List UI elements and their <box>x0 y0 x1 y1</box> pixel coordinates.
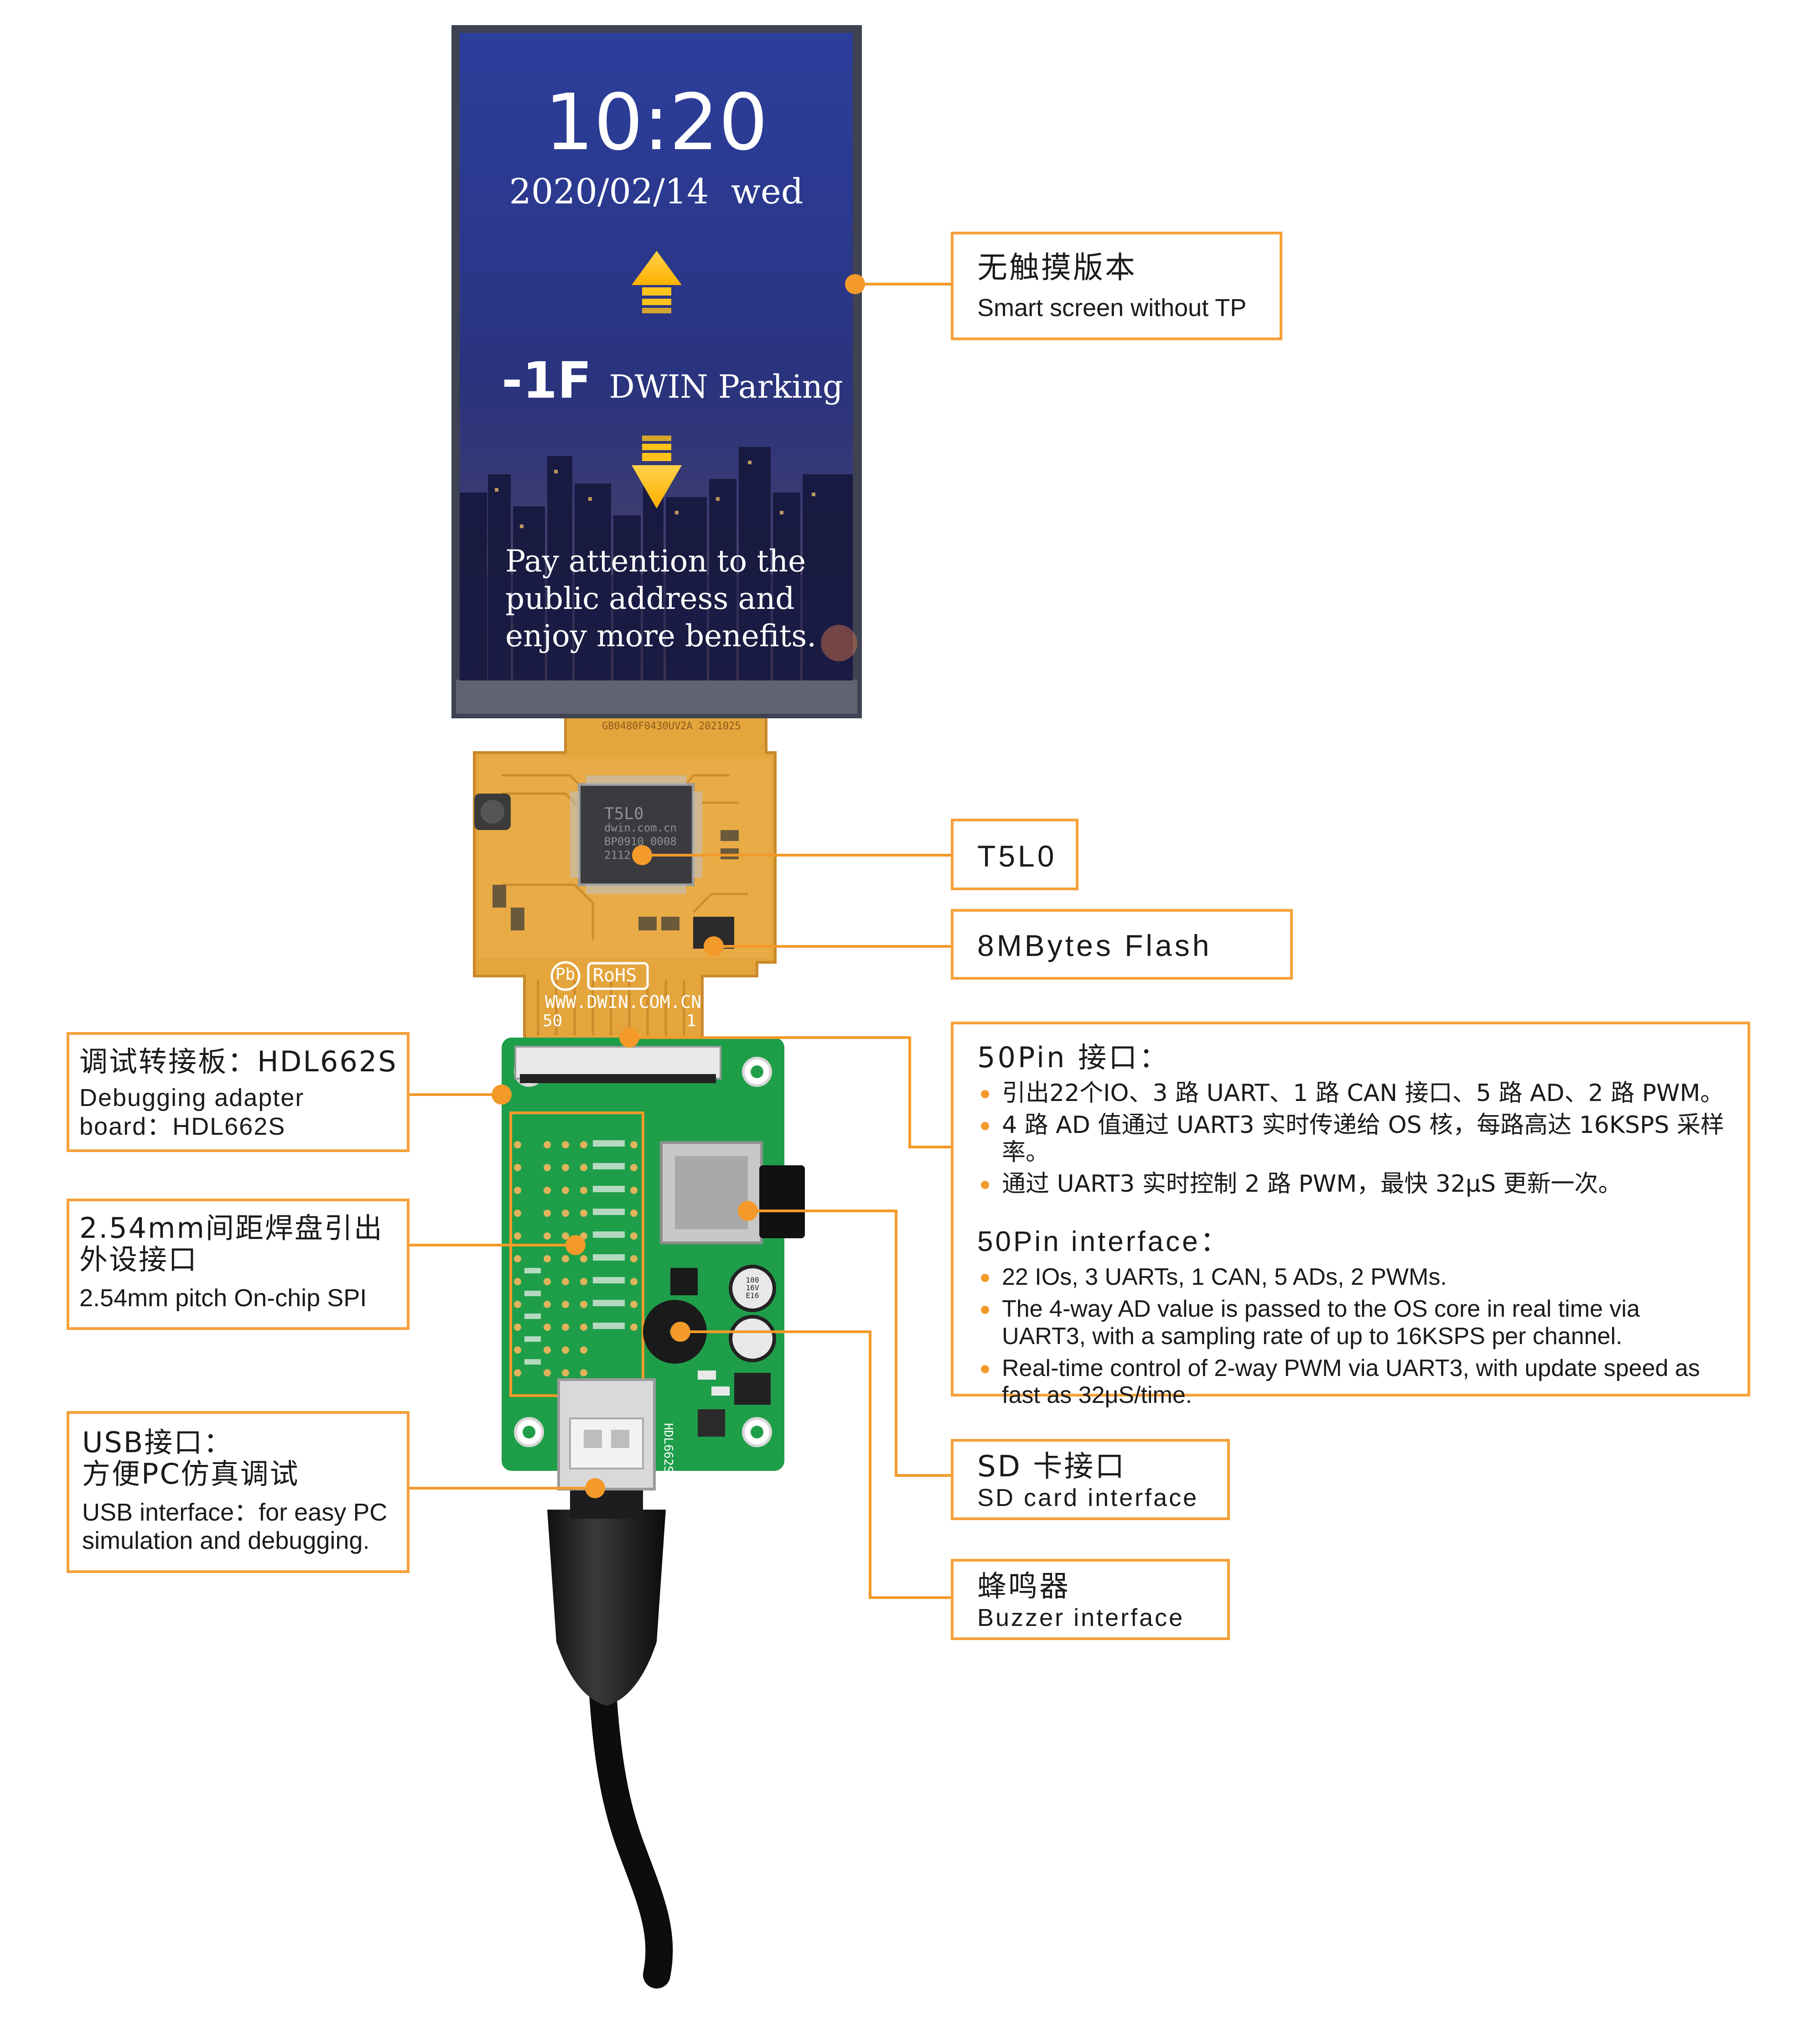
pb-free-mark <box>550 961 581 991</box>
dot-pitch <box>565 1235 586 1255</box>
screen-floor: -1F DWIN Parking <box>502 351 843 410</box>
arrow-down-icon <box>632 436 682 509</box>
capacitor-marking-line: 100 <box>746 1276 759 1284</box>
leader-sd <box>748 1210 951 1477</box>
callout-touch-zh: 无触摸版本 <box>977 250 1137 285</box>
callout-sd: SD 卡接口 SD card interface <box>951 1439 1230 1520</box>
callout-usb-en: USB interface：for easy PC simulation and… <box>82 1498 388 1554</box>
callout-pitch: 2.54mm间距焊盘引出外设接口 2.54mm pitch On-chip SP… <box>67 1199 410 1330</box>
dot-buzzer <box>670 1322 690 1342</box>
callout-usb-zh1: USB接口： <box>82 1426 233 1459</box>
callout-pin50: 50Pin 接口： 引出22个IO、3 路 UART、1 路 CAN 接口、5 … <box>951 1022 1750 1408</box>
sd-card <box>759 1165 805 1238</box>
callout-adapter-en: Debugging adapter board：HDL662S <box>79 1084 305 1140</box>
board-url: WWW.DWIN.COM.CN <box>545 992 702 1012</box>
chip-marking: T5L0 dwin.com.cn BP0910 0008 2112 <box>604 805 677 862</box>
callout-buzzer-zh: 蜂鸣器 <box>977 1570 1070 1604</box>
callout-flash-label: 8MBytes Flash <box>977 929 1212 962</box>
callout-chip: T5L0 <box>951 819 1079 890</box>
screen-message-line: enjoy more benefits. <box>505 618 817 654</box>
adapter-silk-label: HDL662S <box>661 1423 675 1473</box>
capacitor-marking-line: E16 <box>746 1291 759 1300</box>
chip-marking-line: T5L0 <box>604 805 644 823</box>
pin50-zh-item: 引出22个IO、3 路 UART、1 路 CAN 接口、5 路 AD、2 路 P… <box>977 1080 1729 1107</box>
dot-sd <box>738 1201 758 1221</box>
callout-sd-en: SD card interface <box>977 1484 1199 1511</box>
callout-flash: 8MBytes Flash <box>951 909 1293 980</box>
capacitor-2 <box>729 1315 776 1362</box>
dot-touch <box>845 274 865 294</box>
capacitor-1 <box>729 1265 776 1312</box>
pin-left-label: 50 <box>543 1012 563 1030</box>
dot-usb <box>585 1478 605 1498</box>
rohs-label: RoHS <box>593 965 637 986</box>
callout-usb: USB接口： 方便PC仿真调试 USB interface：for easy P… <box>67 1411 410 1573</box>
dot-chip <box>632 845 652 865</box>
callout-usb-zh2: 方便PC仿真调试 <box>82 1457 300 1491</box>
pin50-zh-item: 通过 UART3 实时控制 2 路 PWM，最快 32μS 更新一次。 <box>977 1171 1729 1198</box>
callout-pitch-en: 2.54mm pitch On-chip SPI <box>79 1284 367 1312</box>
leader-pin50 <box>629 1036 951 1148</box>
chip-marking-line: dwin.com.cn <box>604 821 677 834</box>
pin50-en-item: Real-time control of 2-way PWM via UART3… <box>977 1355 1729 1410</box>
pb-free-label: Pb <box>555 965 576 984</box>
dot-flash <box>704 936 724 956</box>
screen-message-line: Pay attention to the <box>505 544 806 579</box>
rohs-mark <box>587 962 649 990</box>
callout-buzzer-en: Buzzer interface <box>977 1604 1185 1631</box>
callout-touch-en: Smart screen without TP <box>977 294 1247 322</box>
screen-message-line: public address and <box>505 581 795 616</box>
callout-buzzer: 蜂鸣器 Buzzer interface <box>951 1559 1230 1640</box>
screen-message: Pay attention to the public address and … <box>505 543 816 655</box>
pin-right-label: 1 <box>686 1012 696 1030</box>
screen-date: 2020/02/14 wed <box>509 171 804 212</box>
fpc-connector <box>514 1046 721 1080</box>
screen-time: 10:20 <box>544 78 768 168</box>
callout-adapter: 调试转接板：HDL662S Debugging adapter board：HD… <box>67 1032 410 1152</box>
fpc-code: GB0480F0430UV2A 2021025 <box>602 721 741 732</box>
callout-sd-zh: SD 卡接口 <box>977 1450 1126 1484</box>
pin50-title-en: 50Pin interface： <box>977 1226 1231 1258</box>
chip-marking-line: 2112 <box>604 849 631 862</box>
capacitor-marking-line: 16V <box>746 1283 759 1292</box>
dot-adapter <box>492 1085 512 1105</box>
arrow-up-icon <box>632 251 682 313</box>
callout-pitch-zh: 2.54mm间距焊盘引出外设接口 <box>79 1211 384 1277</box>
pin50-zh-item: 4 路 AD 值通过 UART3 实时传递给 OS 核，每路高达 16KSPS … <box>977 1111 1729 1167</box>
capacitor-marking: 100 16V E16 <box>742 1276 762 1299</box>
leader-buzzer <box>680 1330 951 1599</box>
dot-pin50 <box>619 1028 639 1048</box>
callout-chip-label: T5L0 <box>977 839 1057 873</box>
callout-adapter-zh: 调试转接板：HDL662S <box>79 1045 398 1078</box>
pin50-en-item: 22 IOs, 3 UARTs, 1 CAN, 5 ADs, 2 PWMs. <box>977 1264 1729 1291</box>
pin50-title-zh: 50Pin 接口： <box>977 1041 1170 1074</box>
usb-plug-body <box>547 1510 666 1706</box>
pin50-en-item: The 4-way AD value is passed to the OS c… <box>977 1296 1729 1350</box>
callout-touch: 无触摸版本 Smart screen without TP <box>951 232 1282 340</box>
chip-marking-line: BP0910 0008 <box>604 835 677 848</box>
screen-floor-label: -1F <box>502 351 592 410</box>
screen-parking-label: DWIN Parking <box>609 368 843 405</box>
